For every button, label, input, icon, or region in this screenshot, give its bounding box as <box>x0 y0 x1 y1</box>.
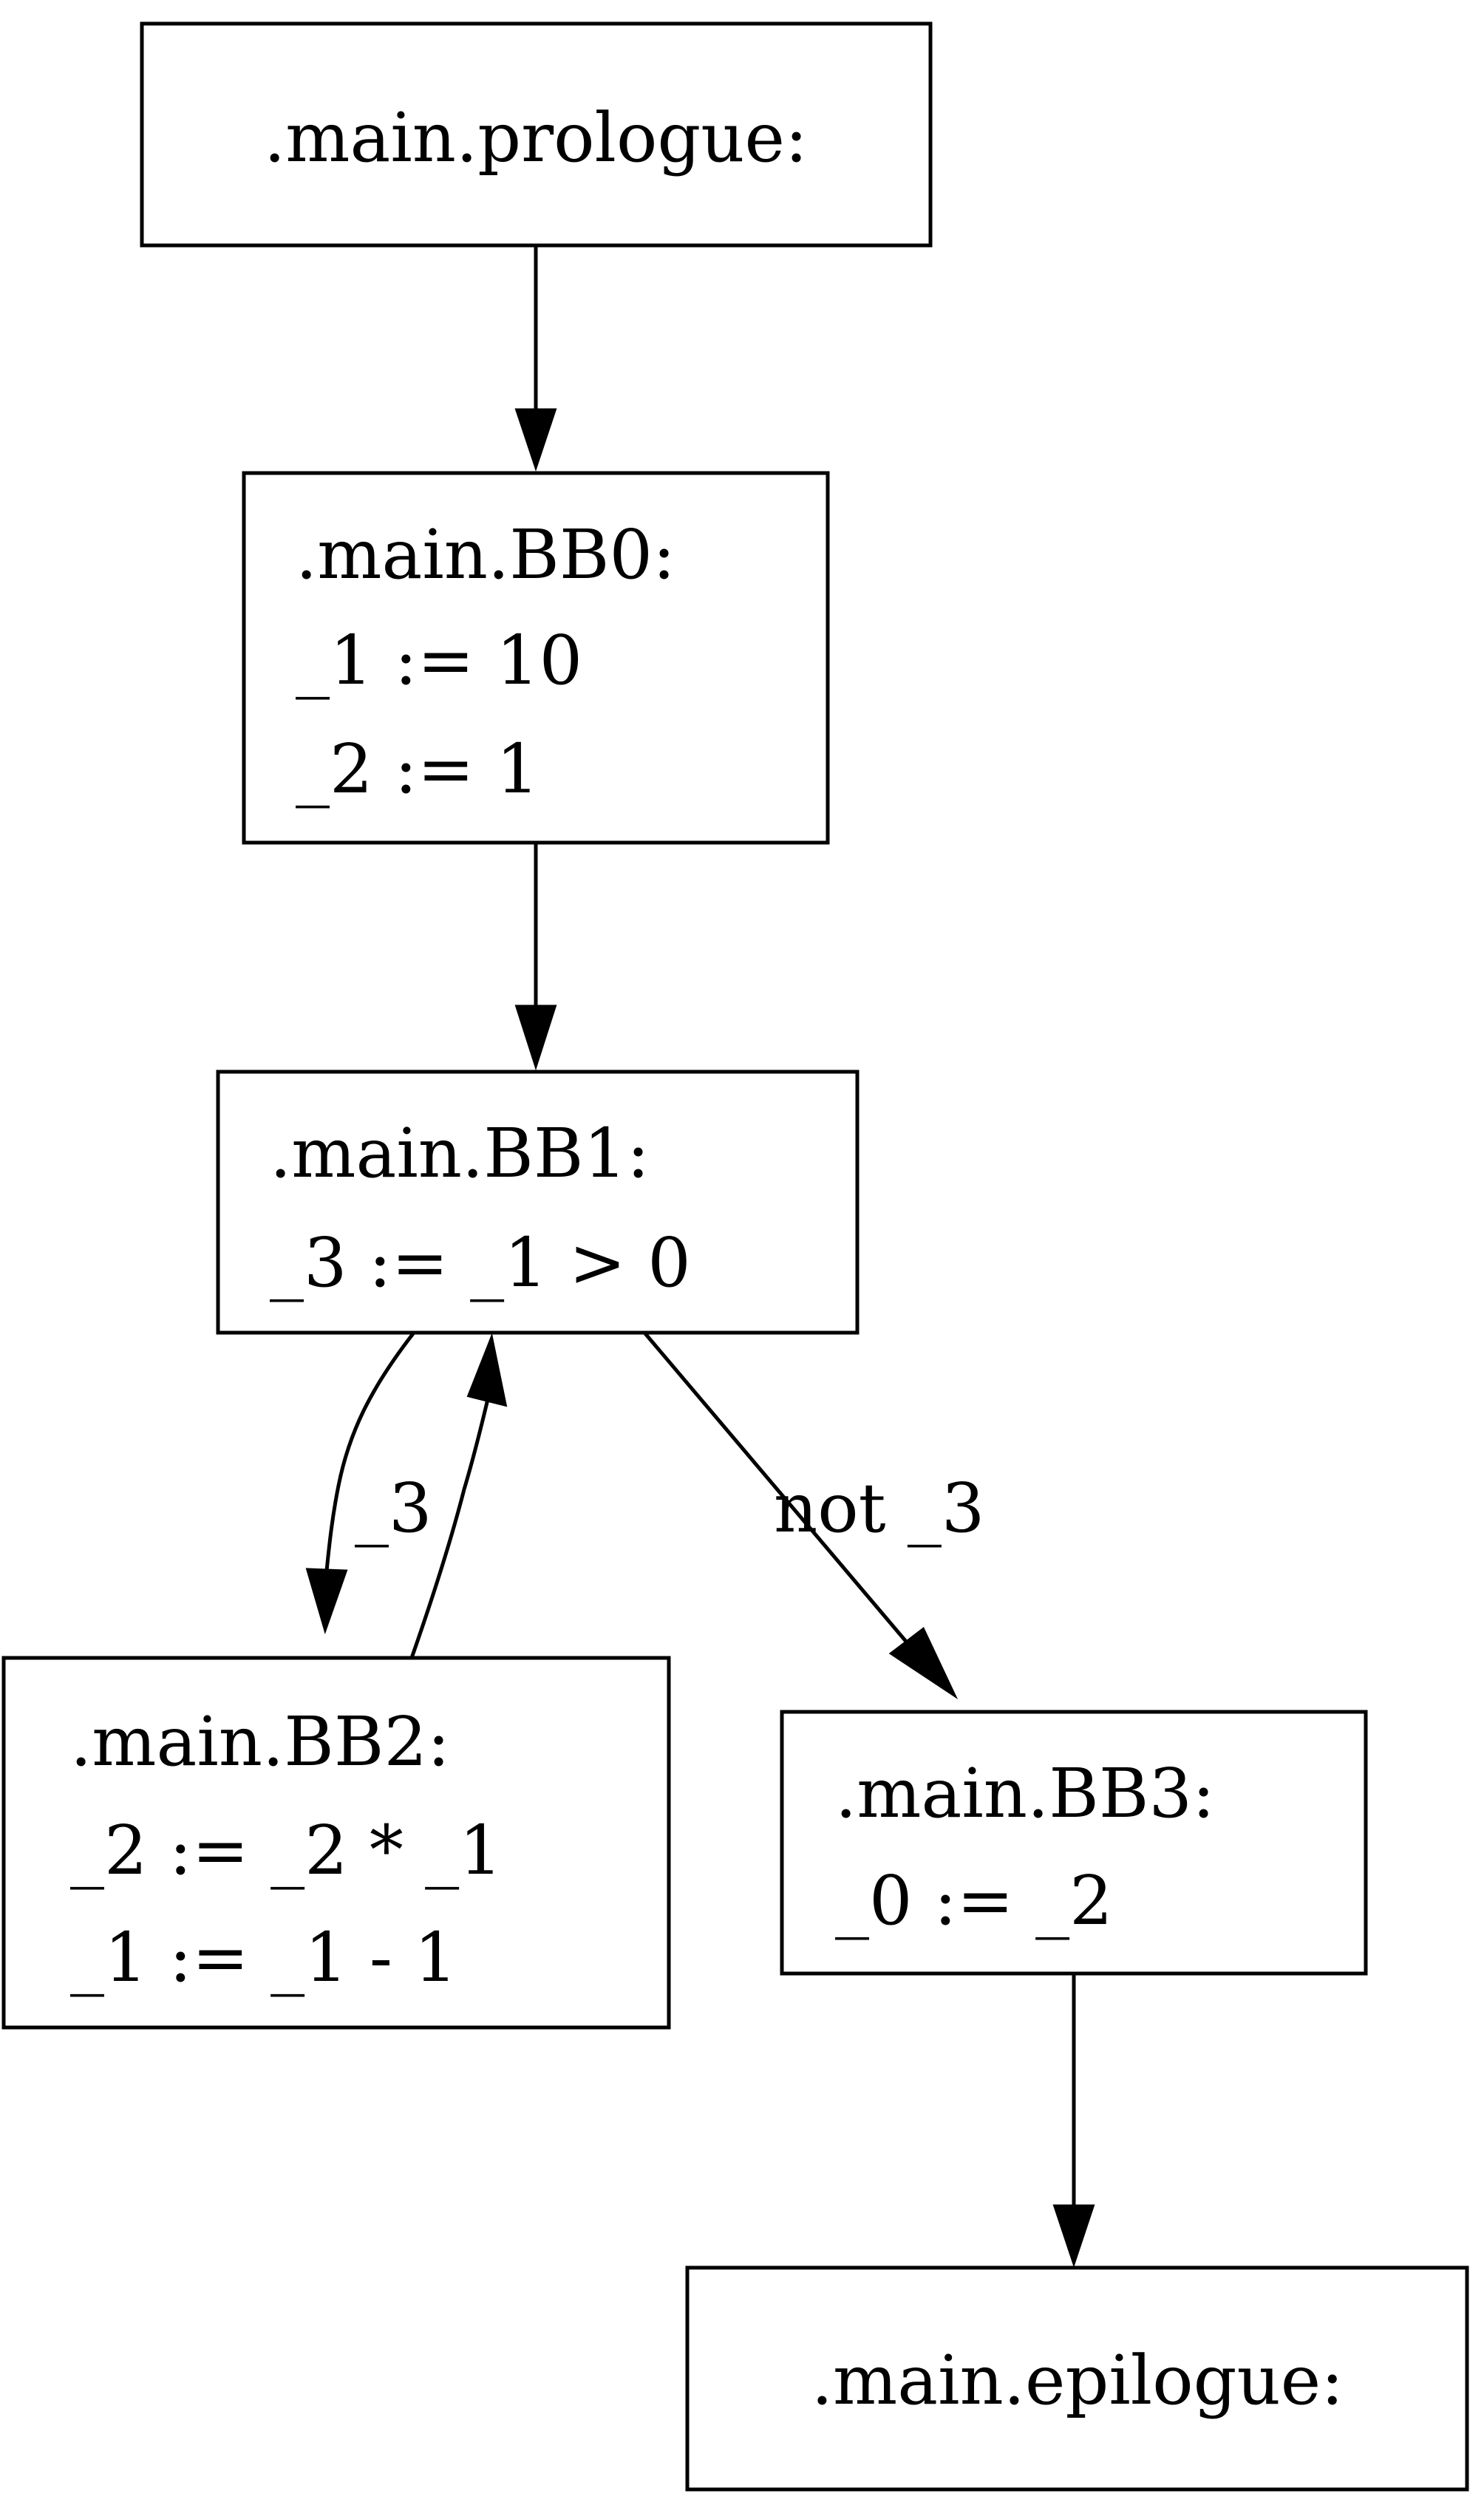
edge-bb1-to-bb3 <box>643 1331 959 1700</box>
node-main-bb1-line-1: .main.BB1: <box>270 1114 650 1193</box>
node-main-bb1-line-2: _3 := _1 > 0 <box>270 1223 691 1302</box>
edge-label-bb1-bb2: _3 <box>355 1469 432 1548</box>
node-main-bb3-line-2: _0 := _2 <box>835 1861 1113 1940</box>
node-main-prologue: .main.prologue: <box>140 21 933 248</box>
node-main-bb3-line-1: .main.BB3: <box>835 1754 1215 1833</box>
node-main-bb0-line-3: _2 := 1 <box>296 730 540 809</box>
node-main-epilogue: .main.epilogue: <box>685 2265 1469 2492</box>
node-main-prologue-line-1: .main.prologue: <box>264 98 808 177</box>
edge-bb3-to-epilogue <box>1052 1974 1095 2268</box>
node-main-bb2-line-3: _1 := _1 - 1 <box>70 1918 457 1997</box>
edge-bb1-to-bb2 <box>305 1331 415 1635</box>
node-main-bb3: .main.BB3: _0 := _2 <box>780 1710 1368 1976</box>
edge-label-bb1-bb3: not _3 <box>774 1469 984 1548</box>
node-main-bb1: .main.BB1: _3 := _1 > 0 <box>216 1070 860 1335</box>
edge-bb0-to-bb1 <box>514 843 557 1071</box>
edge-prologue-to-bb0 <box>514 245 557 472</box>
node-main-bb0: .main.BB0: _1 := 10 _2 := 1 <box>242 471 830 845</box>
node-main-bb2-line-2: _2 := _2 * _1 <box>70 1811 503 1890</box>
node-main-bb2: .main.BB2: _2 := _2 * _1 _1 := _1 - 1 <box>1 1656 671 2030</box>
node-main-bb0-line-2: _1 := 10 <box>296 621 582 700</box>
node-main-bb0-line-1: .main.BB0: <box>296 515 675 594</box>
node-main-bb2-line-1: .main.BB2: <box>70 1702 450 1781</box>
edge-bb2-to-bb1 <box>409 1333 508 1659</box>
node-main-epilogue-line-1: .main.epilogue: <box>811 2341 1344 2420</box>
